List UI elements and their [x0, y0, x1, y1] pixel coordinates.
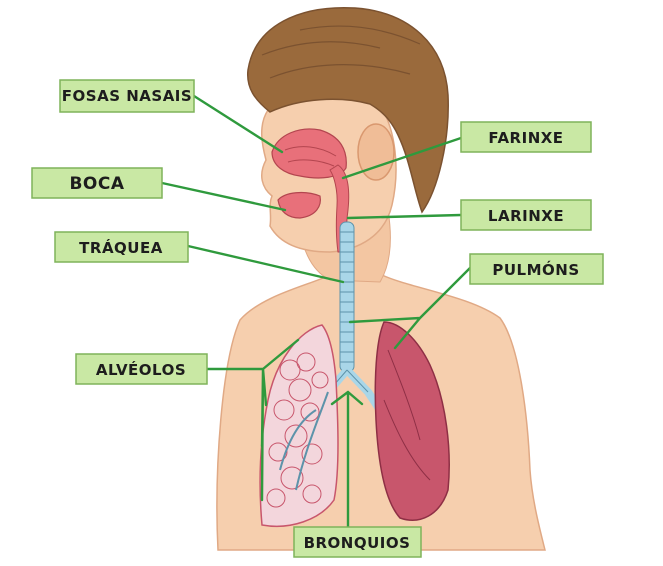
label-boca: BOCA [32, 168, 162, 198]
label-alveolos: ALVÉOLOS [76, 354, 207, 384]
label-text-pulmons: PULMÓNS [492, 260, 579, 279]
label-pulmons: PULMÓNS [470, 254, 603, 284]
label-text-bronquios: BRONQUIOS [304, 534, 411, 552]
label-larinxe: LARINXE [461, 200, 591, 230]
trachea [340, 222, 354, 372]
label-bronquios: BRONQUIOS [294, 527, 421, 557]
label-text-alveolos: ALVÉOLOS [96, 360, 186, 379]
label-text-traquea: TRÁQUEA [79, 238, 163, 257]
label-text-larinxe: LARINXE [488, 207, 564, 225]
label-farinxe: FARINXE [461, 122, 591, 152]
label-text-fosas-nasais: FOSAS NASAIS [62, 87, 192, 105]
label-text-farinxe: FARINXE [488, 129, 563, 147]
label-traquea: TRÁQUEA [55, 232, 188, 262]
label-fosas-nasais: FOSAS NASAIS [60, 80, 194, 112]
label-text-boca: BOCA [69, 174, 124, 194]
